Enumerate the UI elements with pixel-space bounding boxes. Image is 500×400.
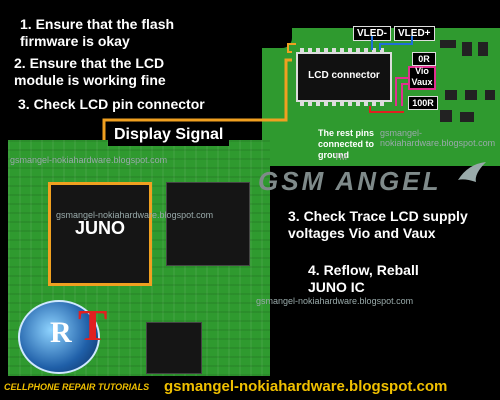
- step-3b-line1: 3. Check Trace LCD supply: [288, 208, 468, 224]
- vaux-trace: [401, 83, 408, 106]
- connector-pins-bottom: [300, 100, 388, 106]
- ground-trace: [369, 106, 404, 113]
- angel-wing-shape: [458, 162, 486, 182]
- watermark-1: gsmangel-nokiahardware.blogspot.com: [380, 128, 496, 148]
- watermark-3: gsmangel-nokiahardware.blogspot.com: [56, 210, 214, 220]
- smd-component: [440, 110, 452, 122]
- watermark-2: gsmangel-nokiahardware.blogspot.com: [10, 155, 168, 165]
- display-signal-trace-2: [287, 43, 296, 53]
- smd-component: [485, 90, 495, 100]
- step-3: 3. Check LCD pin connector: [18, 96, 205, 112]
- gsm-angel-logo: GSM ANGEL: [258, 162, 486, 196]
- secondary-chip: [166, 182, 250, 266]
- lcd-connector-label: LCD connector: [308, 70, 380, 81]
- smd-component: [440, 40, 456, 48]
- crt-logo-letter-r: R: [50, 316, 72, 349]
- hundred-ohm-resistor-label: 100R: [408, 96, 438, 110]
- step-3b-line2: voltages Vio and Vaux: [288, 225, 436, 241]
- smd-component: [460, 112, 474, 122]
- vaux-label: Vaux: [411, 77, 433, 87]
- vled-plus-label: VLED+: [394, 26, 435, 41]
- crt-logo-tagline: CELLPHONE REPAIR TUTORIALS: [4, 382, 150, 392]
- lower-chip: [146, 322, 202, 374]
- juno-chip: [48, 182, 152, 286]
- trademark-label: TM: [334, 152, 347, 162]
- display-signal-label: Display Signal: [108, 124, 230, 146]
- smd-component: [462, 42, 472, 56]
- step-4-line1: 4. Reflow, Reball: [308, 262, 419, 278]
- juno-label: JUNO: [74, 218, 125, 238]
- crt-logo-letter-t: T: [78, 301, 108, 350]
- smd-component: [465, 90, 477, 100]
- smd-component: [478, 42, 488, 56]
- step-1-line1: 1. Ensure that the flash: [20, 16, 175, 32]
- vio-trace: [395, 77, 408, 106]
- crt-logo-globe: [18, 300, 100, 374]
- rest-pins-note: The rest pins connected to ground: [318, 128, 375, 160]
- board-cutout: [262, 28, 292, 48]
- vio-label: Vio: [415, 66, 429, 76]
- step-4-line2: JUNO IC: [308, 279, 365, 295]
- step-2-line1: 2. Ensure that the LCD: [14, 55, 165, 71]
- zero-ohm-resistor-label: 0R: [412, 52, 436, 66]
- vio-vaux-box: [408, 66, 436, 90]
- connector-pins-top: [300, 48, 388, 54]
- smd-component: [445, 90, 457, 100]
- footer-url[interactable]: gsmangel-nokiahardware.blogspot.com: [164, 378, 448, 395]
- step-1-line2: firmware is okay: [20, 33, 130, 49]
- vled-plus-trace: [379, 36, 413, 50]
- gsm-angel-logo-text: GSM ANGEL: [258, 166, 441, 196]
- step-2-line2: module is working fine: [14, 72, 166, 88]
- watermark-4: gsmangel-nokiahardware.blogspot.com: [256, 296, 414, 306]
